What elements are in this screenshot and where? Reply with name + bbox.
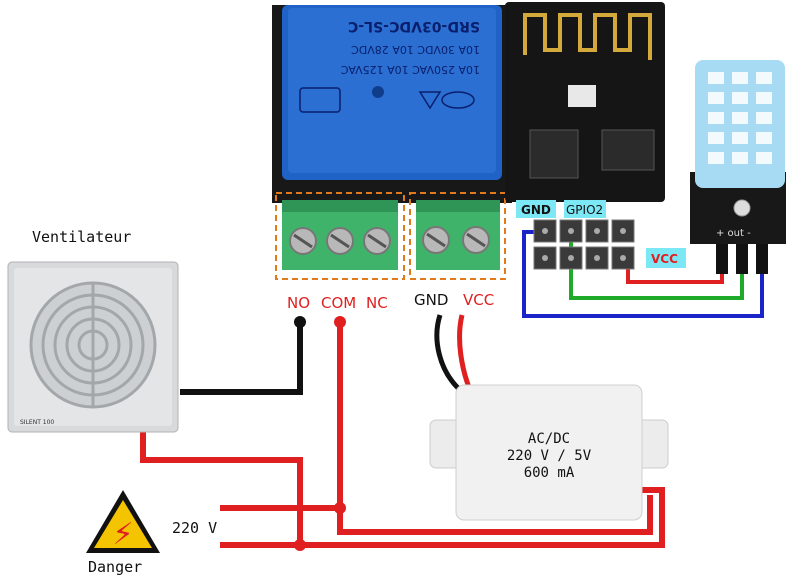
junction-mains-top (334, 502, 346, 514)
esp-label-gpio2: GPIO2 (566, 203, 603, 217)
danger-symbol: ⚡ (112, 517, 133, 552)
wire-mains-to-supply (300, 487, 665, 548)
wire-gnd-blue (522, 230, 764, 318)
danger-label: Danger (88, 558, 142, 576)
esp-label-vcc: VCC (651, 252, 678, 266)
relay-rating-2: 10A 250VAC 10A 125VAC (340, 63, 480, 76)
junction-com (334, 316, 346, 328)
relay-model-text: SRD-03VDC-SL-C (348, 18, 480, 34)
mains-voltage-label: 220 V (172, 519, 217, 537)
esp01-flash (601, 129, 655, 171)
esp-label-gpio2-bg (564, 200, 606, 218)
esp01-chip (529, 129, 579, 179)
power-supply-line1: AC/DC (528, 431, 570, 447)
esp01-antenna (523, 13, 652, 60)
relay-screws (289, 227, 391, 255)
label-power-gnd: GND (414, 291, 448, 309)
label-com: COM (321, 294, 356, 312)
relay-rating-1: 10A 30VDC 10A 28VDC (351, 43, 480, 56)
fan-grille-icon (29, 281, 157, 409)
esp-label-vcc-bg (646, 248, 686, 268)
wire-com (337, 322, 653, 535)
dht-pin-labels: + out - (716, 228, 751, 239)
wire-supply-gnd (434, 314, 460, 390)
esp-label-gnd-bg (516, 200, 556, 218)
junction-no (294, 316, 306, 328)
label-nc: NC (366, 294, 388, 312)
fan-label: Ventilateur (32, 228, 131, 246)
dht-sensor-grille (708, 72, 772, 164)
wire-supply-vcc (457, 314, 473, 391)
wire-no-to-fan (180, 322, 303, 395)
junction-mains-bottom (294, 539, 306, 551)
power-supply-line2: 220 V / 5V (507, 448, 592, 464)
relay-terminal-frame (275, 192, 405, 280)
esp01-header-pins (533, 219, 635, 270)
dht-pins (716, 244, 768, 274)
wire-mains-to-fan (140, 432, 303, 548)
wire-vcc-red (626, 258, 724, 284)
power-supply-body (455, 384, 643, 521)
label-power-vcc: VCC (463, 291, 494, 309)
power-screws (422, 226, 490, 254)
fan-brand: SILENT 100 (20, 419, 54, 426)
power-supply-line3: 600 mA (524, 465, 575, 481)
esp-label-gnd: GND (521, 203, 551, 217)
label-no: NO (287, 294, 310, 312)
danger-warning-icon: ⚡ (86, 490, 160, 553)
